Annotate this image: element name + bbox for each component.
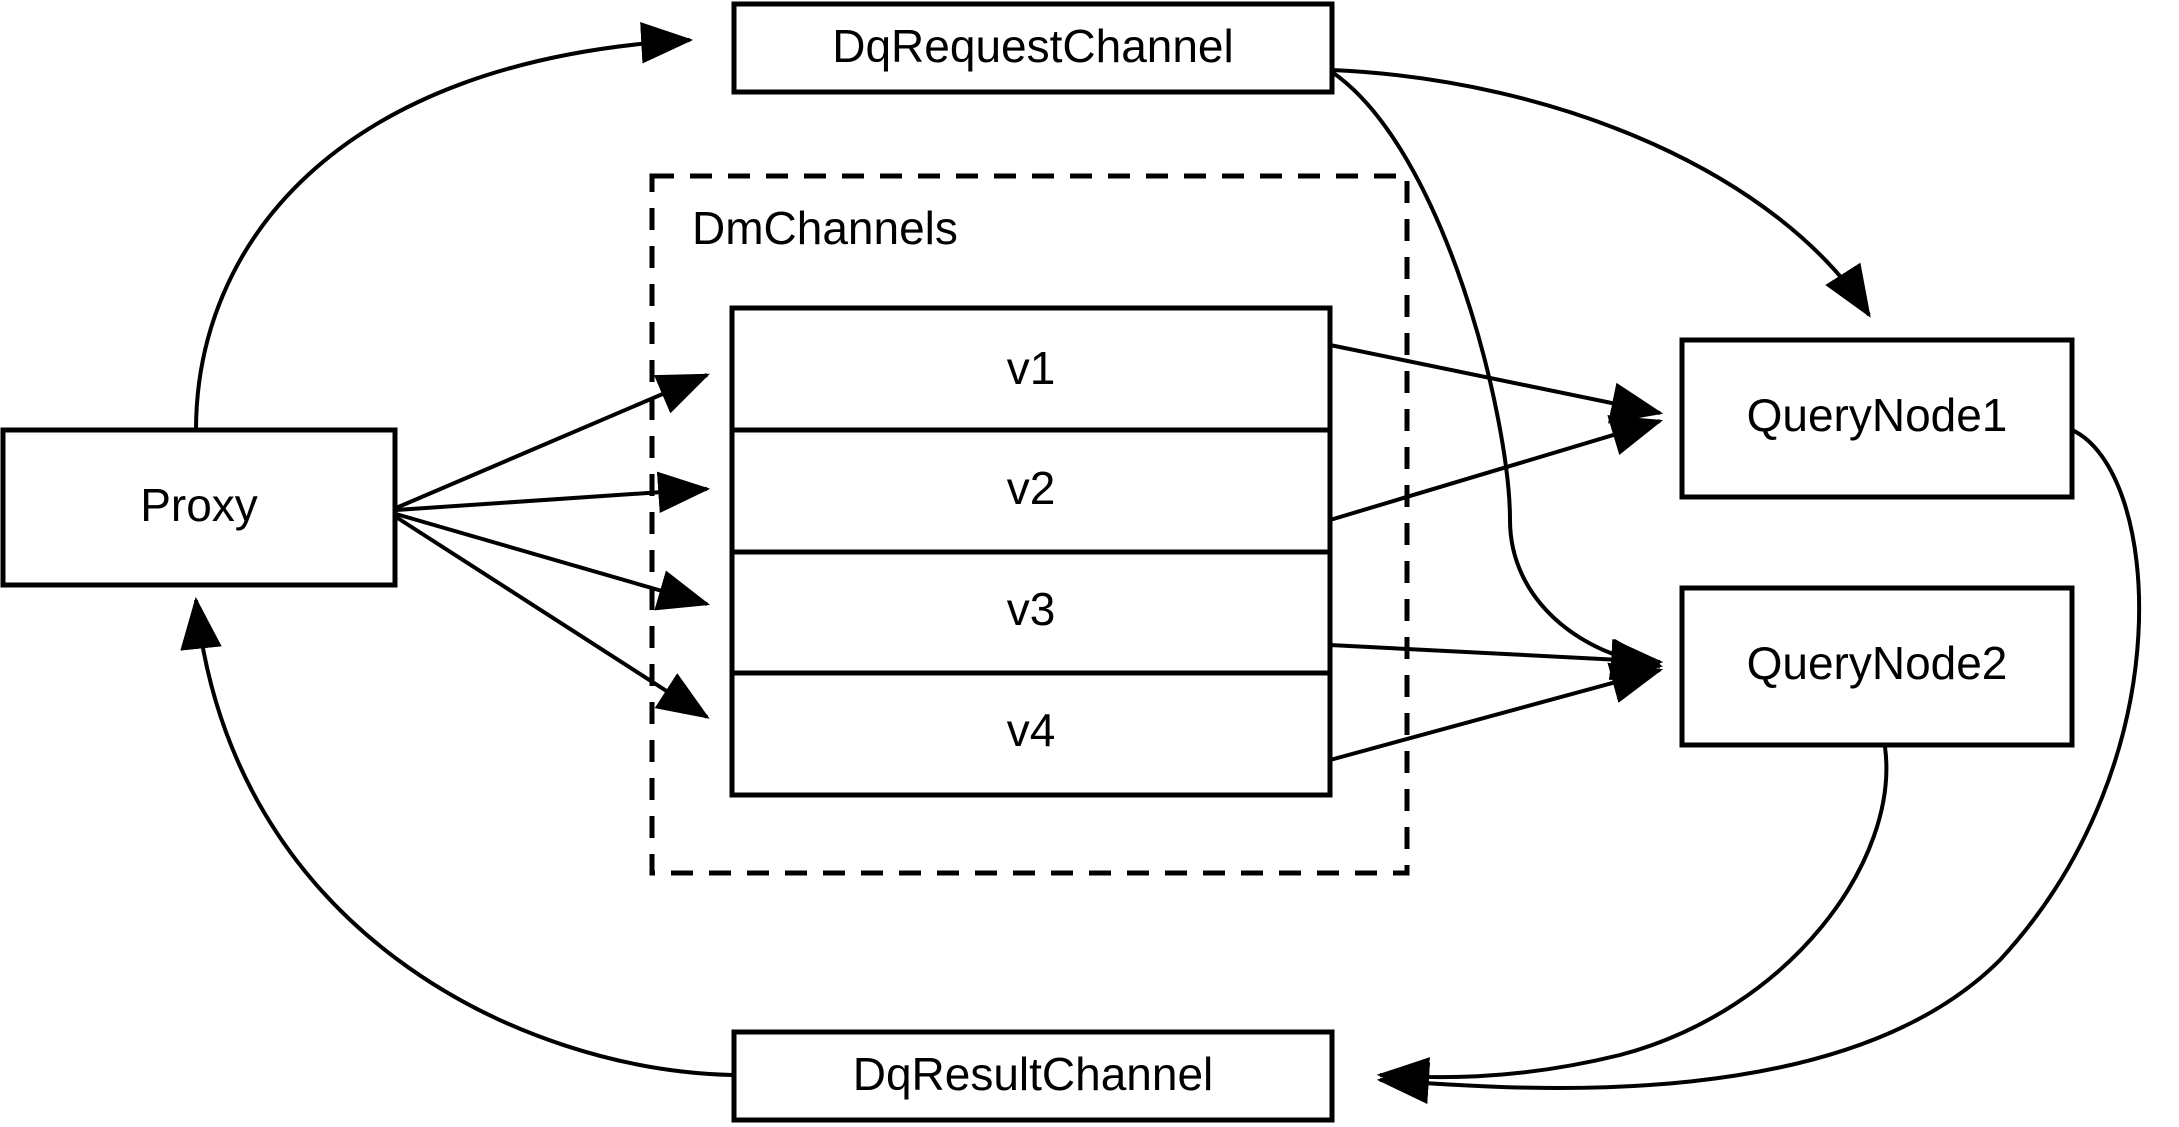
node-querynode2[interactable]: QueryNode2	[1679, 585, 2075, 748]
edge-querynode2-to-dqresultchannel	[1376, 746, 1889, 1099]
edge-dqrequestchannel-to-querynode2	[1330, 70, 1664, 680]
channel-row-v2: v2	[1007, 462, 1056, 514]
edge-v3-to-querynode2	[1329, 638, 1664, 681]
node-dqrequestchannel[interactable]: DqRequestChannel	[731, 1, 1335, 95]
querynode2-label: QueryNode2	[1747, 637, 2008, 689]
edge-dqrequestchannel-to-querynode1	[1331, 68, 1871, 318]
edge-querynode1-to-dqresultchannel	[1376, 428, 2142, 1105]
dqresultchannel-box[interactable]	[731, 1029, 1335, 1123]
node-proxy[interactable]: Proxy	[0, 427, 398, 588]
edge-v4-to-querynode2	[1329, 662, 1664, 762]
dmchannels-group-label: DmChannels	[692, 202, 958, 254]
channel-row-v4: v4	[1007, 704, 1056, 756]
node-querynode1[interactable]: QueryNode1	[1679, 337, 2075, 500]
edge-dqresultchannel-to-proxy	[180, 596, 733, 1077]
dqrequestchannel-box[interactable]	[731, 1, 1335, 95]
edge-proxy-to-v4	[394, 515, 710, 719]
dmchannels-table: v1 v2 v3 v4	[729, 305, 1333, 798]
edge-proxy-to-dqrequestchannel	[194, 21, 694, 431]
querynode1-label: QueryNode1	[1747, 389, 2008, 441]
edge-proxy-to-v3	[395, 512, 711, 611]
channel-row-v1: v1	[1007, 342, 1056, 394]
dqrequestchannel-label: DqRequestChannel	[832, 20, 1234, 72]
proxy-box[interactable]	[0, 427, 398, 588]
dmchannels-group-box	[649, 173, 1410, 876]
edge-v1-to-querynode1	[1329, 343, 1664, 424]
node-dqresultchannel[interactable]: DqResultChannel	[731, 1029, 1335, 1123]
edge-v2-to-querynode1	[1329, 415, 1664, 522]
edge-proxy-to-v1	[395, 373, 710, 510]
dqresultchannel-label: DqResultChannel	[853, 1048, 1214, 1100]
channel-row-v3: v3	[1007, 583, 1056, 635]
querynode2-box[interactable]	[1679, 585, 2075, 748]
edge-proxy-to-v2	[395, 471, 711, 514]
querynode1-box[interactable]	[1679, 337, 2075, 500]
proxy-label: Proxy	[140, 479, 258, 531]
